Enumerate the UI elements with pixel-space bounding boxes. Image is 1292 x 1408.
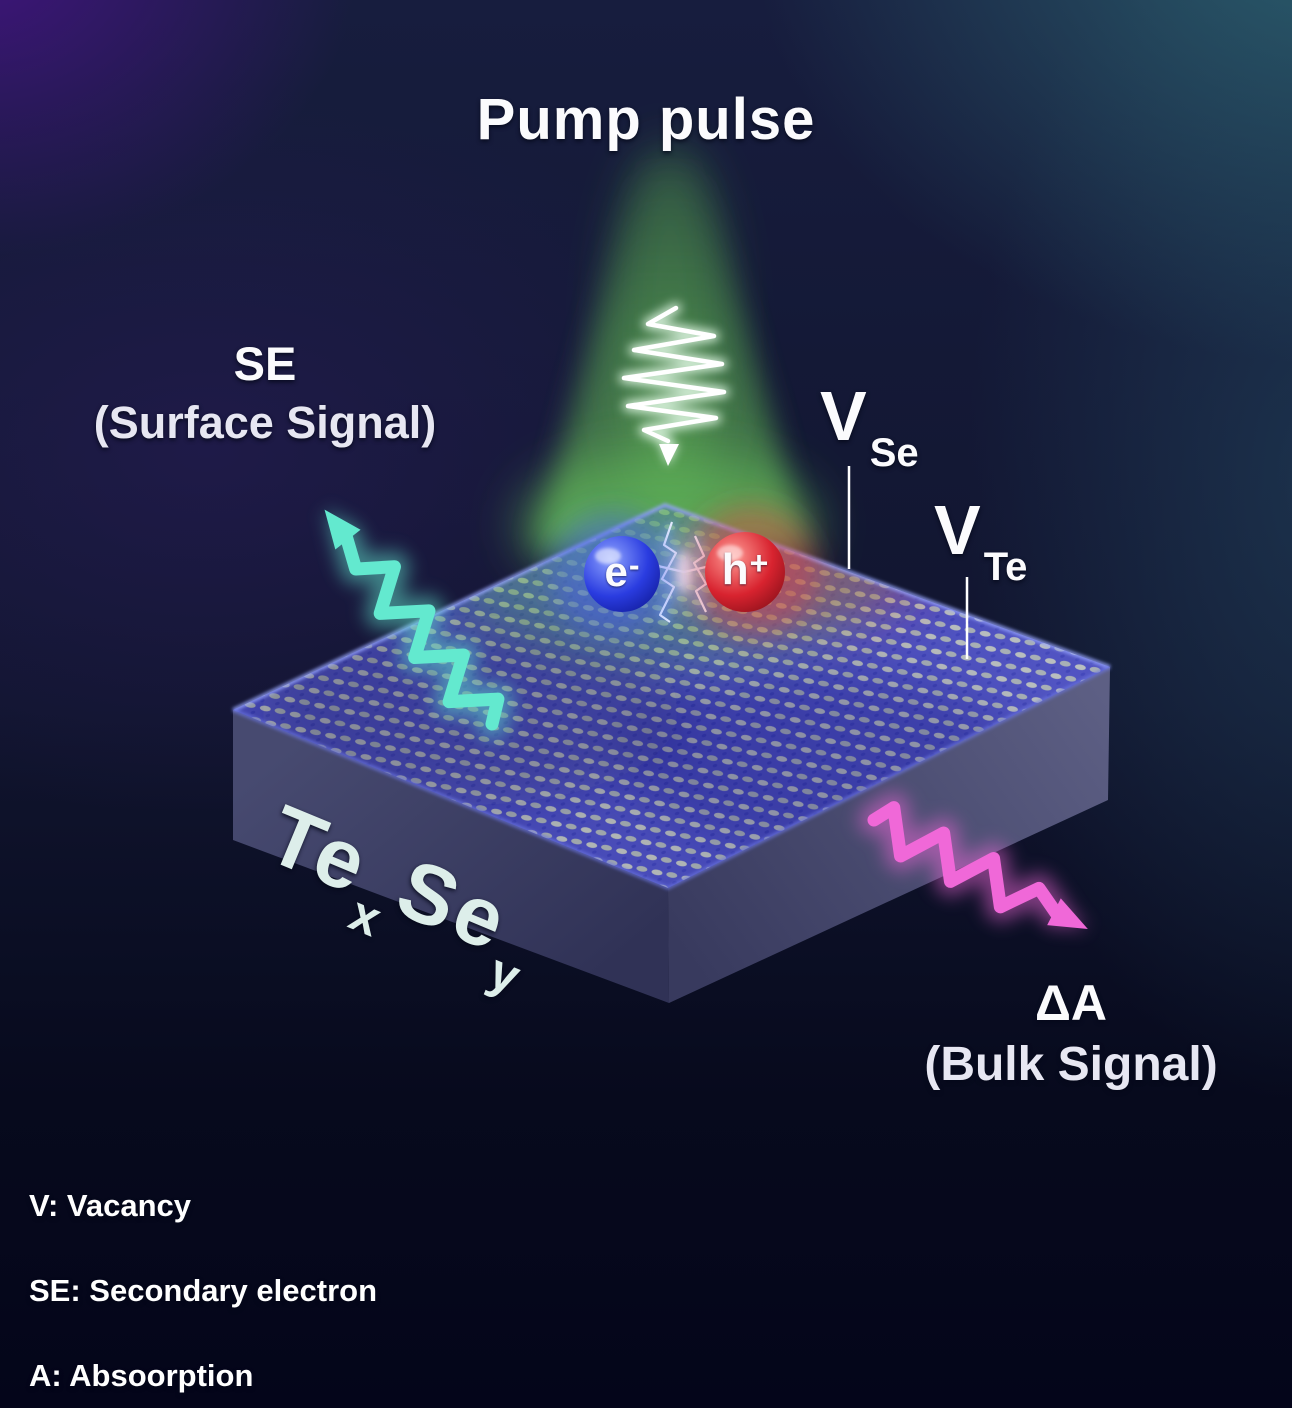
legend-item-vacancy: V: Vacancy <box>29 1188 192 1223</box>
electron-sphere <box>550 513 674 637</box>
legend-item-absorption: A: Absoorption <box>29 1358 254 1393</box>
vacancy-se-symbol: V <box>820 377 867 455</box>
hole-sphere <box>686 504 818 636</box>
hole-charge: + <box>749 545 769 581</box>
bulk-signal-arrow <box>859 792 1088 929</box>
electron-charge: - <box>628 547 640 583</box>
bulk-signal-caption: (Bulk Signal) <box>924 1038 1218 1091</box>
slab-rim-glow <box>232 502 1111 890</box>
surface-signal-caption: (Surface Signal) <box>93 397 437 449</box>
vacancy-se-subscript: Se <box>869 431 919 475</box>
vacancy-te-symbol: V <box>934 491 981 569</box>
hole-symbol: h <box>721 545 749 594</box>
title-pump-pulse: Pump pulse <box>476 87 816 152</box>
vacancy-te-subscript: Te <box>983 545 1028 589</box>
surface-signal-arrow <box>324 509 513 739</box>
pump-pulse-icon <box>618 302 730 466</box>
electron-symbol: e <box>604 548 628 595</box>
hole-label: h+ <box>695 545 795 595</box>
surface-signal-abbr: SE <box>233 337 297 390</box>
bulk-arrow-head <box>1047 898 1088 929</box>
legend-item-secondary-electron: SE: Secondary electron <box>29 1273 378 1308</box>
vacancy-se-label: VSe <box>820 376 919 475</box>
vacancy-te-label: VTe <box>934 490 1027 589</box>
legend: V: Vacancy SE: Secondary electron A: Abs… <box>29 1190 377 1408</box>
slab-left-face <box>233 710 669 1003</box>
surface-arrow-head <box>324 509 361 550</box>
surface-signal-label: SE (Surface Signal) <box>10 334 520 452</box>
bulk-signal-abbr: ΔA <box>1034 975 1108 1031</box>
bulk-signal-label: ΔA (Bulk Signal) <box>871 972 1271 1095</box>
electron-label: e- <box>572 547 672 596</box>
